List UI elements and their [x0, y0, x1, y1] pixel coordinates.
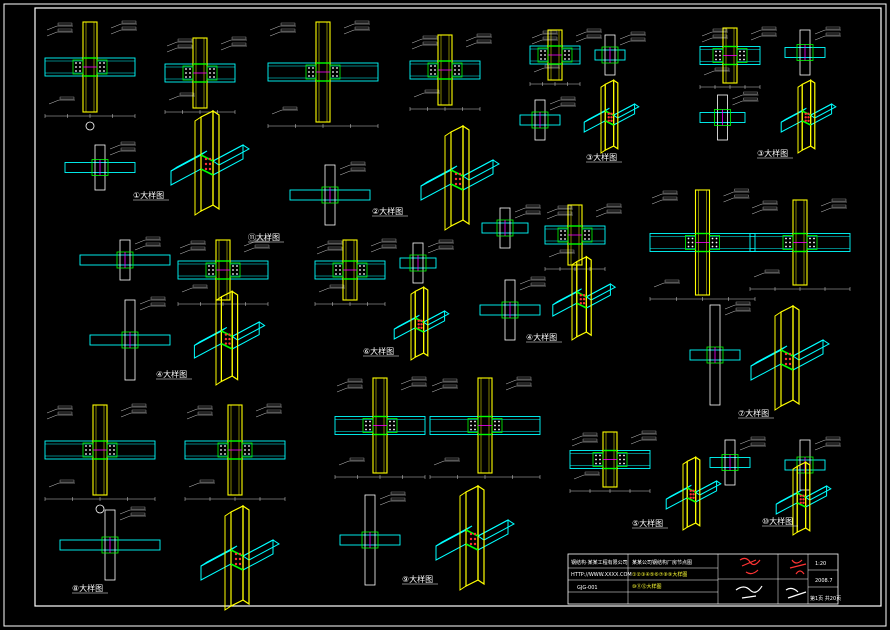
joint-elevation	[544, 203, 622, 271]
detail-title: ⑨大样图	[402, 574, 433, 584]
tb-drawing-title: ①②③④⑤⑥⑦⑧⑨大样图	[632, 571, 687, 578]
joint-isometric	[583, 79, 640, 154]
joint-isometric	[775, 461, 832, 536]
signature-stamps	[735, 557, 807, 599]
detail-title: ③大样图	[586, 152, 617, 162]
detail-title: ③大样图	[757, 148, 788, 158]
joint-elevation	[749, 198, 851, 291]
joint-elevation	[334, 376, 427, 479]
detail-title: ⑩大样图	[762, 516, 793, 526]
tb-project: 某某公司钢结构厂房节点图	[632, 559, 692, 566]
tb-date: 2008.7	[815, 578, 833, 584]
joint-plan	[59, 506, 161, 581]
tb-sheet: 第1页 共20页	[810, 595, 841, 602]
title-block: 钢结构·某某工程有限公司 HTTP://WWW.XXXX.COM GJG-001…	[567, 553, 841, 605]
joint-plan	[519, 96, 576, 141]
joint-plan	[289, 161, 371, 226]
tb-scale: 1:20	[815, 561, 826, 567]
joint-plan	[699, 91, 759, 141]
joint-plan	[594, 31, 646, 76]
detail-title: ⑦大样图	[738, 408, 769, 418]
joint-elevation	[409, 33, 492, 111]
detail-title: ⑪大样图	[248, 232, 280, 242]
joint-plan	[481, 204, 541, 249]
joint-plan	[399, 239, 454, 284]
detail-title: ⑤大样图	[632, 518, 663, 528]
detail-title: ④大样图	[156, 369, 187, 379]
drawing-outer-frame	[3, 3, 887, 627]
joint-isometric	[170, 109, 250, 216]
joint-isometric	[552, 255, 617, 341]
joint-elevation	[164, 36, 247, 114]
detail-titles: ①大样图 ②大样图 ③大样图 ③大样图 ④大样图 ④大样图 ⑤大样图 ⑥大样图 ⑦大样图 ⑧大样图…	[72, 148, 798, 594]
detail-title: ④大样图	[526, 332, 557, 342]
joint-isometric	[193, 290, 266, 386]
joint-isometric	[420, 124, 500, 231]
joint-isometric	[393, 286, 450, 361]
joint-plan	[339, 491, 406, 586]
joint-elevation	[569, 430, 657, 493]
joint-elevation	[44, 20, 137, 131]
joint-elevation	[177, 238, 270, 306]
joint-plan	[79, 236, 171, 281]
connection-details	[44, 20, 851, 611]
joint-isometric	[750, 304, 830, 411]
drawing-inner-frame	[34, 7, 882, 607]
joint-isometric	[780, 79, 837, 154]
joint-elevation	[649, 188, 756, 301]
joint-plan	[709, 436, 766, 486]
joint-plan	[784, 26, 841, 76]
joint-elevation	[184, 403, 286, 501]
detail-title: ①大样图	[133, 190, 164, 200]
detail-title: ⑥大样图	[363, 346, 394, 356]
tb-drawing-no: GJG-001	[577, 585, 598, 591]
joint-elevation	[429, 376, 541, 479]
tb-company: 钢结构·某某工程有限公司	[571, 559, 628, 566]
joint-elevation	[529, 28, 602, 86]
joint-elevation	[699, 26, 777, 89]
joint-isometric	[435, 484, 515, 591]
joint-plan	[64, 141, 136, 191]
joint-isometric	[200, 504, 280, 611]
joint-plan	[689, 301, 751, 406]
joint-plan	[89, 296, 171, 381]
tb-url: HTTP://WWW.XXXX.COM	[571, 572, 632, 578]
joint-elevation	[44, 403, 156, 514]
joint-elevation	[314, 238, 397, 306]
joint-isometric	[665, 456, 722, 531]
joint-elevation	[267, 20, 379, 128]
tb-drawing-title-2: ⑩⑪⑫大样图	[632, 583, 661, 590]
joint-plan	[479, 276, 546, 341]
detail-title: ②大样图	[372, 206, 403, 216]
detail-title: ⑧大样图	[72, 583, 103, 593]
